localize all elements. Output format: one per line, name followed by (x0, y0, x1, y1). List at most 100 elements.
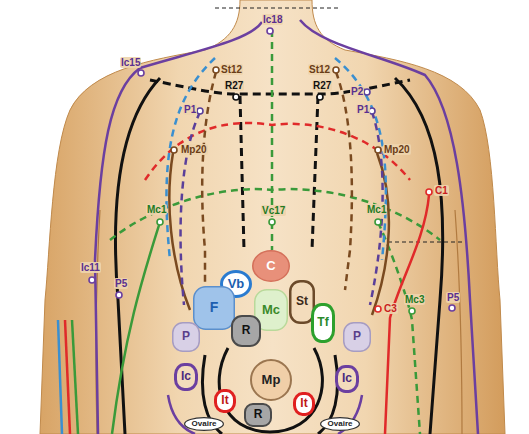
organ-label: Tf (317, 316, 328, 329)
acupoint-dot (426, 189, 432, 195)
acupoint-dot (197, 108, 203, 114)
organ-shape (176, 365, 197, 390)
acupoint-label: St12 (308, 64, 331, 75)
ovary-organ: Ovaire (320, 417, 360, 431)
meridian-line (181, 112, 200, 305)
acupoint-dot (364, 89, 370, 95)
large-intestine-organ: Ic (335, 365, 359, 393)
acupoint-dot (375, 219, 381, 225)
organ-label: Ic (342, 372, 352, 385)
acupoint-label: Mp20 (383, 144, 411, 155)
meridian-line (72, 320, 78, 434)
acupoint-dot (449, 305, 455, 311)
spleen-organ: Mp (250, 359, 292, 401)
acupoint-dot (138, 70, 144, 76)
liver-organ: F (193, 286, 235, 330)
acupoint-dot (116, 292, 122, 298)
organ-label: Ic (181, 370, 191, 383)
meridian-line (385, 195, 429, 434)
organ-label: F (210, 300, 219, 315)
meridian-line (202, 72, 216, 290)
organ-shape (344, 323, 371, 352)
organ-shape (232, 316, 260, 346)
acupoint-label: P1 (183, 104, 197, 115)
meridian-line (336, 72, 352, 290)
organ-shape (194, 287, 235, 330)
lung-organ: P (343, 322, 371, 352)
organ-label: It (221, 394, 228, 407)
organ-label: C (266, 259, 275, 273)
triple-heater-organ: Tf (311, 303, 335, 343)
acupoint-dot (267, 28, 273, 34)
acupoint-label: P5 (446, 292, 460, 303)
kidney-organ: R (231, 315, 261, 347)
organ-label: It (300, 397, 307, 410)
acupoint-dot (89, 277, 95, 283)
acupoint-label: C1 (434, 185, 449, 196)
acupoint-dot (269, 219, 275, 225)
meridian-line (395, 78, 443, 434)
acupoint-label: R27 (312, 80, 332, 91)
organ-label: P (182, 330, 190, 343)
acupoint-label: Mp20 (180, 144, 208, 155)
acupoint-label: Ic11 (80, 262, 101, 273)
meridian-line (65, 320, 70, 434)
organ-label: St (296, 295, 308, 308)
reference-line (215, 8, 340, 9)
meridian-line (300, 20, 478, 434)
organ-shape (253, 251, 290, 282)
organ-label: P (353, 330, 361, 343)
organ-shape (337, 367, 358, 392)
acupoint-label: Mc3 (404, 294, 425, 305)
meridian-line (240, 96, 244, 250)
acupoint-dot (171, 147, 177, 153)
kidney-organ: R (244, 403, 272, 427)
organ-shape (321, 418, 360, 431)
organ-shape (185, 418, 224, 431)
meridian-line (112, 222, 160, 434)
acupoint-label: P1 (356, 104, 370, 115)
organ-label: Mp (262, 373, 281, 387)
meridian-line (110, 189, 440, 240)
acupoint-dot (213, 67, 219, 73)
acupoint-label: P5 (114, 278, 128, 289)
heart-organ: C (252, 250, 290, 282)
organ-shape (313, 305, 334, 342)
acupoint-label: P2 (350, 86, 364, 97)
acupoint-label: Ic18 (262, 14, 283, 25)
pelvis-outline (219, 348, 322, 432)
acupoint-dot (333, 67, 339, 73)
meridian-line (312, 96, 318, 250)
acupoint-dot (233, 94, 239, 100)
ovary-organ: Ovaire (184, 417, 224, 431)
large-intestine-organ: Ic (174, 363, 198, 391)
meridian-line (115, 78, 160, 434)
acupoint-dot (409, 308, 415, 314)
organ-shape (173, 323, 200, 352)
acupoint-label: Mc1 (146, 204, 167, 215)
organ-shape (216, 391, 235, 412)
meridian-line (335, 58, 386, 260)
acupoint-label: Ic15 (120, 57, 141, 68)
meridian-line (58, 320, 62, 434)
organ-label: R (242, 324, 251, 337)
acupoint-label: R27 (224, 80, 244, 91)
organ-shape (245, 404, 271, 426)
organ-shape (295, 394, 314, 415)
acupoint-dot (157, 219, 163, 225)
meridian-line (166, 58, 215, 260)
reference-line (388, 242, 462, 243)
small-intestine-organ: It (214, 389, 236, 413)
acupoint-label: St12 (220, 64, 243, 75)
organ-label: R (254, 408, 263, 421)
acupoint-label: Vc17 (261, 205, 286, 216)
acupoint-label: C3 (383, 303, 398, 314)
arm-contour (455, 210, 462, 434)
small-intestine-organ: It (293, 392, 315, 416)
meridian-line (271, 30, 274, 250)
organ-label: Ovaire (328, 420, 353, 429)
body-silhouette (40, 0, 505, 434)
acupoint-dot (317, 94, 323, 100)
acupoint-dot (375, 306, 381, 312)
